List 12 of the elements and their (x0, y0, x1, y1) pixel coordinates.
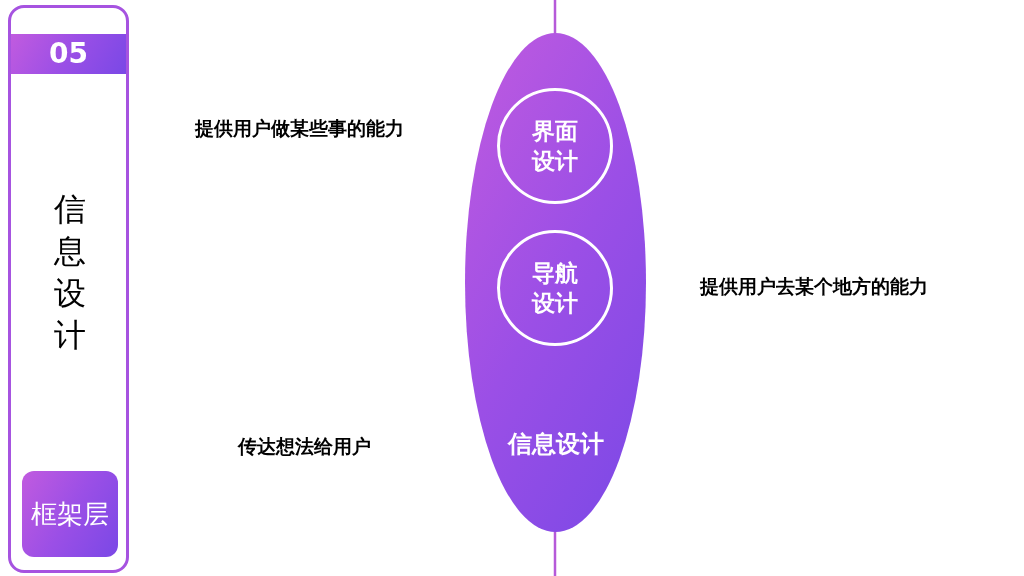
number-band: 05 (11, 34, 126, 74)
ellipse-title: 信息设计 (506, 429, 605, 460)
circle-label: 导航设计 (530, 259, 579, 318)
panel-title: 信息设计 (53, 189, 87, 356)
layer-badge: 框架层 (22, 471, 118, 557)
description-text: 传达想法给用户 (238, 434, 371, 459)
description-text: 提供用户去某个地方的能力 (700, 274, 928, 299)
circle-shape (497, 230, 613, 346)
circle-shape (497, 88, 613, 204)
side-panel (8, 5, 129, 573)
circle-label: 界面设计 (530, 117, 579, 176)
description-text: 提供用户做某些事的能力 (195, 116, 404, 141)
